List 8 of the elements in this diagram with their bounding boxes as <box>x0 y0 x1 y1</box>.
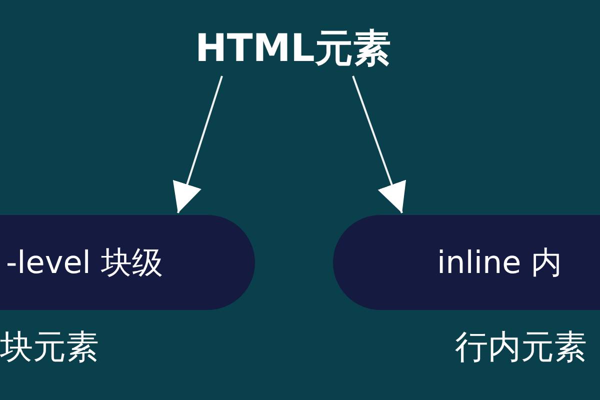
category-label: inline 内 <box>437 244 562 282</box>
category-pill <box>333 215 600 310</box>
arrow <box>172 76 223 214</box>
caption-text: 行内元素 <box>455 326 587 368</box>
title-text: HTML元素 <box>162 20 424 76</box>
category-pill <box>0 215 255 310</box>
category-label: -level 块级 <box>6 244 163 282</box>
arrow <box>352 76 406 214</box>
